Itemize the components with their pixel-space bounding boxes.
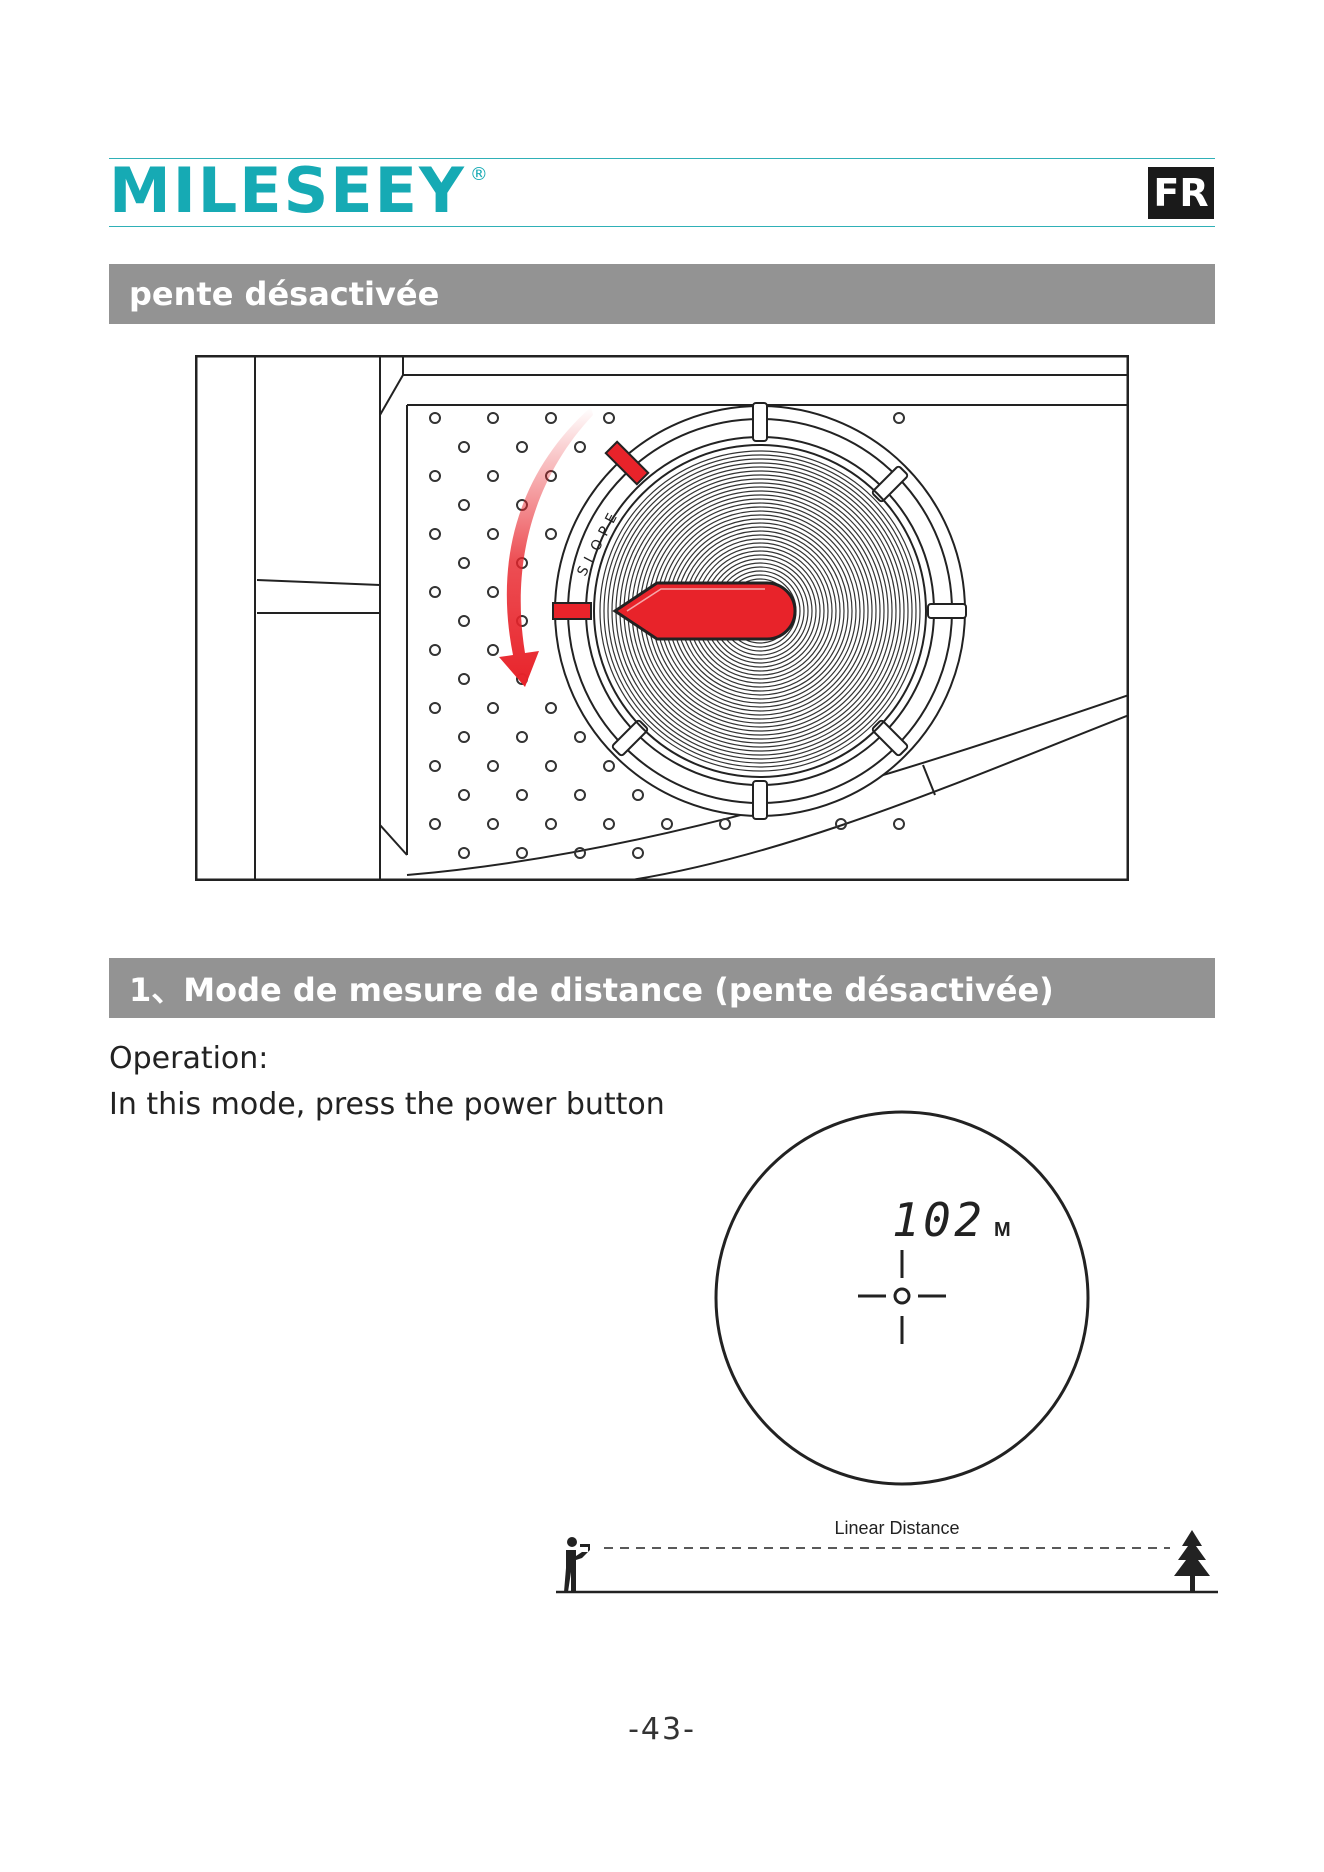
distance-reading: 102 (892, 1193, 982, 1247)
viewfinder-display: 102 M (712, 1108, 1092, 1488)
person-icon (564, 1537, 590, 1592)
dial-pointer-icon (615, 583, 795, 639)
operation-text: In this mode, press the power button (109, 1090, 665, 1120)
operation-label: Operation: (109, 1044, 268, 1074)
section-title-bar: pente désactivée (109, 264, 1215, 324)
page-number: -43- (0, 1712, 1324, 1747)
tree-icon (1174, 1530, 1210, 1592)
distance-unit: M (994, 1219, 1011, 1241)
section-title: pente désactivée (129, 275, 439, 313)
section-title-bar: 1、Mode de mesure de distance (pente désa… (109, 958, 1215, 1018)
linear-distance-diagram: Linear Distance (552, 1512, 1218, 1598)
linear-distance-label: Linear Distance (834, 1518, 959, 1538)
language-badge: FR (1148, 167, 1214, 219)
header-bottom-rule (109, 226, 1215, 227)
slope-off-marker (553, 603, 591, 619)
registered-mark: ® (470, 164, 490, 185)
slope-dial-illustration: SLOPE (195, 355, 1129, 881)
brand-name: MILESEEY (109, 154, 466, 227)
section-title: 1、Mode de mesure de distance (pente désa… (129, 965, 1054, 1011)
brand-logo: MILESEEY® (109, 160, 490, 222)
